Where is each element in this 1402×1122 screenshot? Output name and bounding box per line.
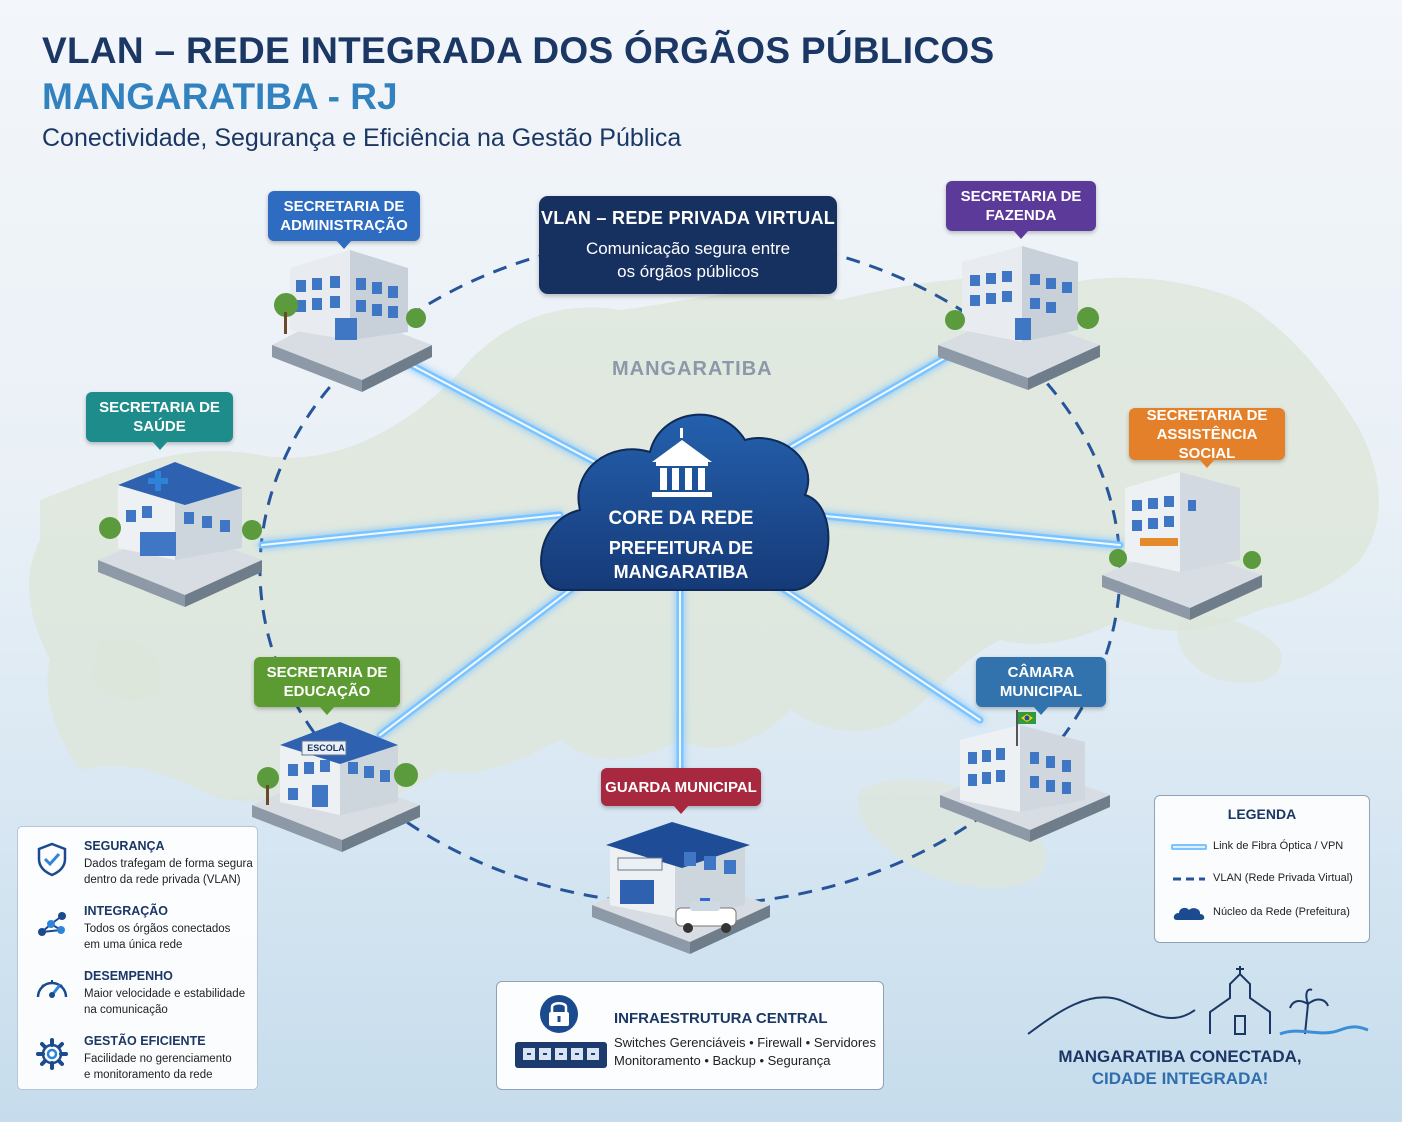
wave-icon (1279, 1025, 1369, 1036)
building-camara[interactable] (940, 710, 1110, 842)
tag-fazenda[interactable]: SECRETARIA DE FAZENDA (946, 181, 1096, 239)
slogan: MANGARATIBA CONECTADA, CIDADE INTEGRADA! (1030, 1046, 1330, 1090)
slogan-line2: CIDADE INTEGRADA! (1091, 1069, 1269, 1088)
city-hall-icon (652, 428, 712, 497)
features-panel: SEGURANÇA Dados trafegam de forma segura… (17, 826, 258, 1090)
tag-line2: MUNICIPAL (999, 683, 1083, 700)
page-title: VLAN – REDE INTEGRADA DOS ÓRGÃOS PÚBLICO… (42, 30, 995, 71)
tag-educacao[interactable]: SECRETARIA DE EDUCAÇÃO (254, 657, 400, 715)
map-label: MANGARATIBA (612, 358, 773, 380)
building-administracao[interactable] (272, 250, 432, 392)
page-tagline: Conectividade, Segurança e Eficiência na… (42, 124, 682, 152)
feature-title: INTEGRAÇÃO (84, 904, 169, 918)
legend-item-vlan: VLAN (Rede Privada Virtual) (1171, 868, 1369, 890)
legend-item-fiber: Link de Fibra Óptica / VPN (1171, 836, 1369, 858)
legend-item-core: Núcleo da Rede (Prefeitura) (1171, 902, 1369, 924)
vlan-info-box: VLAN – REDE PRIVADA VIRTUAL Comunicação … (539, 196, 837, 294)
vlan-info-title: VLAN – REDE PRIVADA VIRTUAL (540, 208, 836, 228)
page-subtitle: MANGARATIBA - RJ (42, 76, 398, 117)
lock-server-icon (515, 995, 607, 1068)
feature-integracao: INTEGRAÇÃO Todos os órgãos conectados em … (18, 902, 257, 962)
tag-guarda[interactable]: GUARDA MUNICIPAL (601, 768, 761, 814)
legend-label: Núcleo da Rede (Prefeitura) (1213, 906, 1350, 918)
building-saude[interactable] (98, 462, 262, 607)
feature-desc2: na comunicação (84, 1004, 168, 1016)
gear-icon (36, 1038, 68, 1070)
slogan-line1: MANGARATIBA CONECTADA, (1058, 1047, 1302, 1066)
tag-line1: SECRETARIA DE (266, 664, 388, 681)
tag-line1: SECRETARIA DE (283, 198, 405, 215)
core-line1: PREFEITURA DE (608, 538, 754, 558)
building-educacao[interactable] (252, 722, 420, 852)
tag-line1: CÂMARA (1007, 664, 1075, 681)
feature-desc2: e monitoramento da rede (84, 1069, 213, 1081)
infrastructure-line1: Switches Gerenciáveis • Firewall • Servi… (614, 1035, 876, 1050)
vlan-info-line1: Comunicação segura entre (585, 239, 791, 258)
core-cloud-icon[interactable] (540, 413, 830, 591)
tag-assistencia-social[interactable]: SECRETARIA DE ASSISTÊNCIA SOCIAL (1129, 406, 1285, 468)
cloud-icon (1173, 907, 1205, 920)
dashed-line-icon (1173, 877, 1205, 881)
infrastructure-line2: Monitoramento • Backup • Segurança (614, 1053, 831, 1068)
tag-saude[interactable]: SECRETARIA DE SAÚDE (86, 392, 233, 450)
tag-line2: ADMINISTRAÇÃO (280, 217, 408, 234)
feature-desc2: dentro da rede privada (VLAN) (84, 874, 241, 886)
shield-check-icon (37, 842, 67, 877)
feature-title: DESEMPENHO (84, 969, 173, 983)
tag-line1: SECRETARIA DE (960, 188, 1082, 205)
tag-line1: SECRETARIA DE (1146, 406, 1268, 424)
tag-line2: EDUCAÇÃO (283, 683, 371, 700)
feature-desc1: Dados trafegam de forma segura (84, 858, 253, 870)
network-nodes-icon (38, 912, 66, 936)
legend-box: LEGENDA Link de Fibra Óptica / VPN VLAN … (1154, 795, 1370, 943)
feature-desc1: Facilidade no gerenciamento (84, 1053, 232, 1065)
vlan-info-line2: os órgãos públicos (617, 262, 759, 281)
tag-administracao[interactable]: SECRETARIA DE ADMINISTRAÇÃO (268, 191, 420, 249)
building-assistencia-social[interactable] (1102, 472, 1262, 620)
feature-desc1: Todos os órgãos conectados (84, 923, 231, 935)
tag-line1: SECRETARIA DE (99, 399, 220, 416)
feature-title: GESTÃO EFICIENTE (84, 1034, 206, 1048)
building-fazenda[interactable] (938, 246, 1100, 390)
core-label[interactable]: CORE DA REDE PREFEITURA DE MANGARATIBA (575, 508, 787, 584)
legend-label: Link de Fibra Óptica / VPN (1213, 840, 1344, 852)
feature-seguranca: SEGURANÇA Dados trafegam de forma segura… (18, 837, 257, 897)
infrastructure-box: INFRAESTRUTURA CENTRAL Switches Gerenciá… (496, 981, 884, 1090)
fiber-link-icon (1171, 844, 1207, 850)
core-title: CORE DA REDE (608, 508, 754, 529)
tag-line2: SAÚDE (133, 418, 186, 435)
feature-desc2: em uma única rede (84, 939, 183, 951)
speedometer-icon (36, 980, 68, 998)
legend-label: VLAN (Rede Privada Virtual) (1213, 872, 1353, 884)
infrastructure-title: INFRAESTRUTURA CENTRAL (614, 1010, 828, 1027)
tag-line2: FAZENDA (985, 207, 1057, 224)
feature-desc1: Maior velocidade e estabilidade (84, 988, 246, 1000)
city-skyline-icon (1027, 966, 1329, 1035)
feature-desempenho: DESEMPENHO Maior velocidade e estabilida… (18, 967, 257, 1027)
tag-camara[interactable]: CÂMARA MUNICIPAL (976, 657, 1106, 715)
feature-title: SEGURANÇA (84, 839, 165, 853)
legend-title: LEGENDA (1227, 806, 1297, 822)
tag-line2: ASSISTÊNCIA SOCIAL (1156, 425, 1258, 462)
tag-line1: GUARDA MUNICIPAL (605, 778, 757, 796)
core-line2: MANGARATIBA (613, 562, 749, 582)
building-guarda[interactable] (592, 822, 770, 954)
feature-gestao-eficiente: GESTÃO EFICIENTE Facilidade no gerenciam… (18, 1032, 257, 1092)
school-sign: ESCOLA (307, 743, 345, 753)
